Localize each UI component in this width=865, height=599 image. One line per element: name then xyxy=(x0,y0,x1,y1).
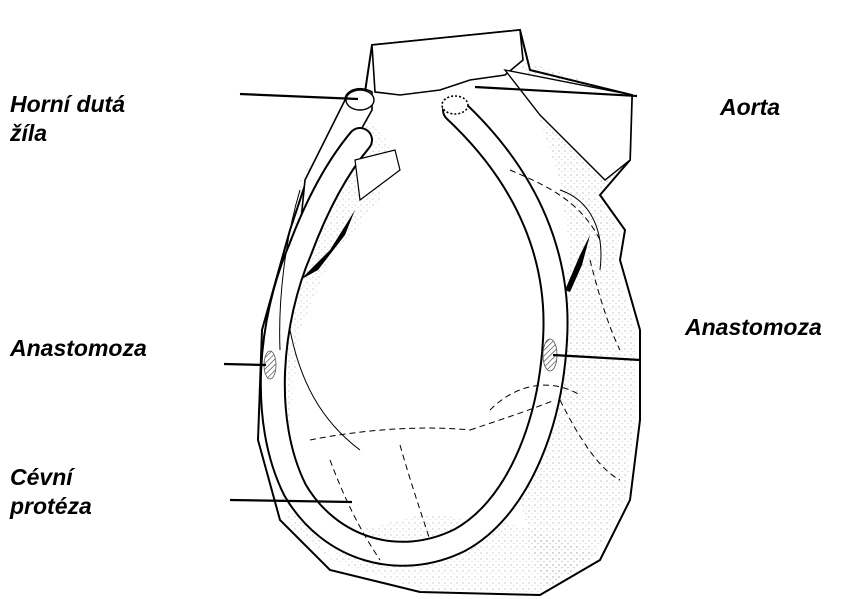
prosthesis-aortic-end xyxy=(442,96,468,114)
leader-horni-duta-zila xyxy=(240,94,358,99)
label-anastomoza-right: Anastomoza xyxy=(685,313,822,342)
label-cevni-proteza: Cévní protéza xyxy=(10,463,92,521)
label-horni-duta-zila: Horní dutá žíla xyxy=(10,90,125,148)
vena-cava-opening xyxy=(346,90,374,110)
label-aorta: Aorta xyxy=(720,93,780,122)
label-anastomoza-left: Anastomoza xyxy=(10,334,147,363)
leader-anastomoza-left xyxy=(224,364,266,365)
